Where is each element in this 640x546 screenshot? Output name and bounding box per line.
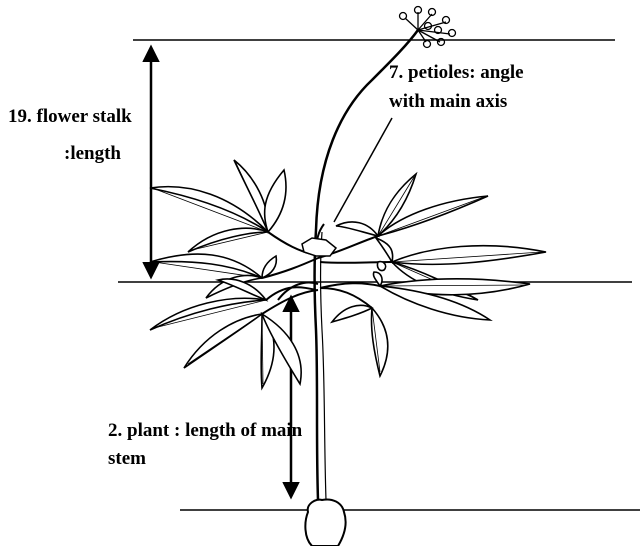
angle-marker	[302, 238, 336, 256]
plant-length-label: 2. plant : length of main	[108, 418, 302, 444]
petiole-pointer-line	[334, 118, 392, 222]
root	[305, 500, 345, 546]
petioles-label: 7. petioles: angle	[389, 60, 524, 86]
leaves	[150, 160, 546, 388]
flower-stalk-label: 19. flower stalk	[8, 104, 132, 130]
petioles-label-cont: with main axis	[389, 89, 507, 115]
main-stem-inner	[321, 232, 327, 500]
flower-stalk-label-cont: :length	[64, 141, 121, 167]
plant-length-label-cont: stem	[108, 446, 146, 472]
